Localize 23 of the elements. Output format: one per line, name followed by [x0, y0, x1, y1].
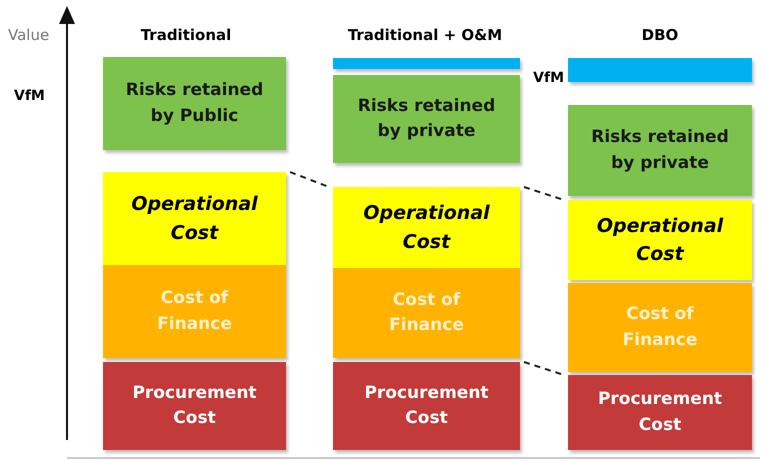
cost-block: Cost of Finance — [333, 268, 520, 358]
axis-label: Value — [8, 25, 50, 46]
risk-block: Risks retained by private — [568, 105, 752, 196]
cost-block: Procurement Cost — [568, 375, 752, 450]
cost-block: Procurement Cost — [333, 362, 520, 450]
risk-block: Risks retained by Public — [103, 57, 286, 150]
dashed-connector — [524, 361, 564, 376]
axis-label: VfM — [14, 87, 46, 106]
bar-label: VfM — [532, 69, 564, 88]
cost-block: Operational Cost — [103, 172, 286, 265]
vfm-bar — [333, 58, 520, 69]
dashed-connector — [524, 186, 564, 201]
column-heading: Traditional — [140, 25, 232, 46]
risk-block: Risks retained by private — [333, 75, 520, 163]
column-heading: Traditional + O&M — [346, 25, 504, 46]
cost-block: Cost of Finance — [103, 265, 286, 358]
cost-block: Operational Cost — [333, 187, 520, 268]
dashed-connector — [290, 171, 330, 188]
cost-block: Operational Cost — [568, 200, 752, 280]
vfm-bar — [568, 58, 752, 82]
column-heading: DBO — [640, 25, 680, 46]
cost-block: Procurement Cost — [103, 362, 286, 450]
cost-block: Cost of Finance — [568, 283, 752, 372]
